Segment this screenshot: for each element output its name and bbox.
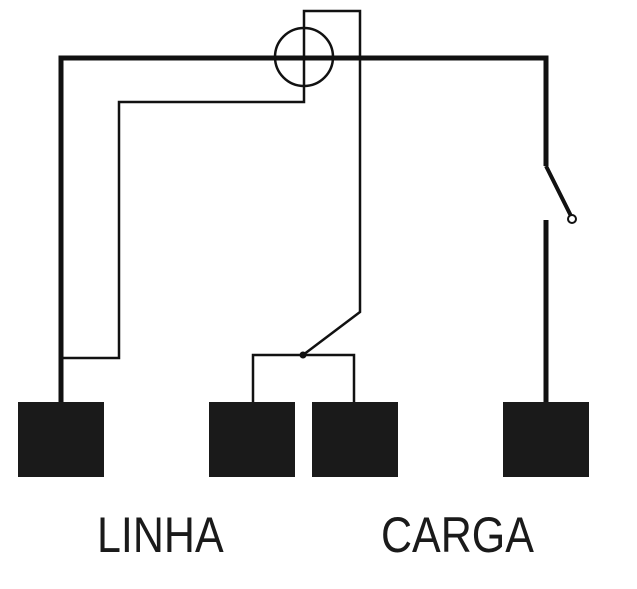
terminal-center-left [209, 402, 295, 477]
coil-loop-wire [61, 9, 362, 360]
terminal-carga-right [503, 402, 589, 477]
fork-wire [251, 353, 356, 402]
switch-contact [567, 214, 577, 224]
label-linha: LINHA [97, 507, 224, 563]
terminal-linha-left [18, 402, 104, 477]
main-bus-wire [58, 55, 549, 402]
current-sensor-circle [273, 26, 335, 88]
label-carga: CARGA [381, 507, 534, 563]
terminal-center-right [312, 402, 398, 477]
switch-blade [544, 165, 573, 217]
